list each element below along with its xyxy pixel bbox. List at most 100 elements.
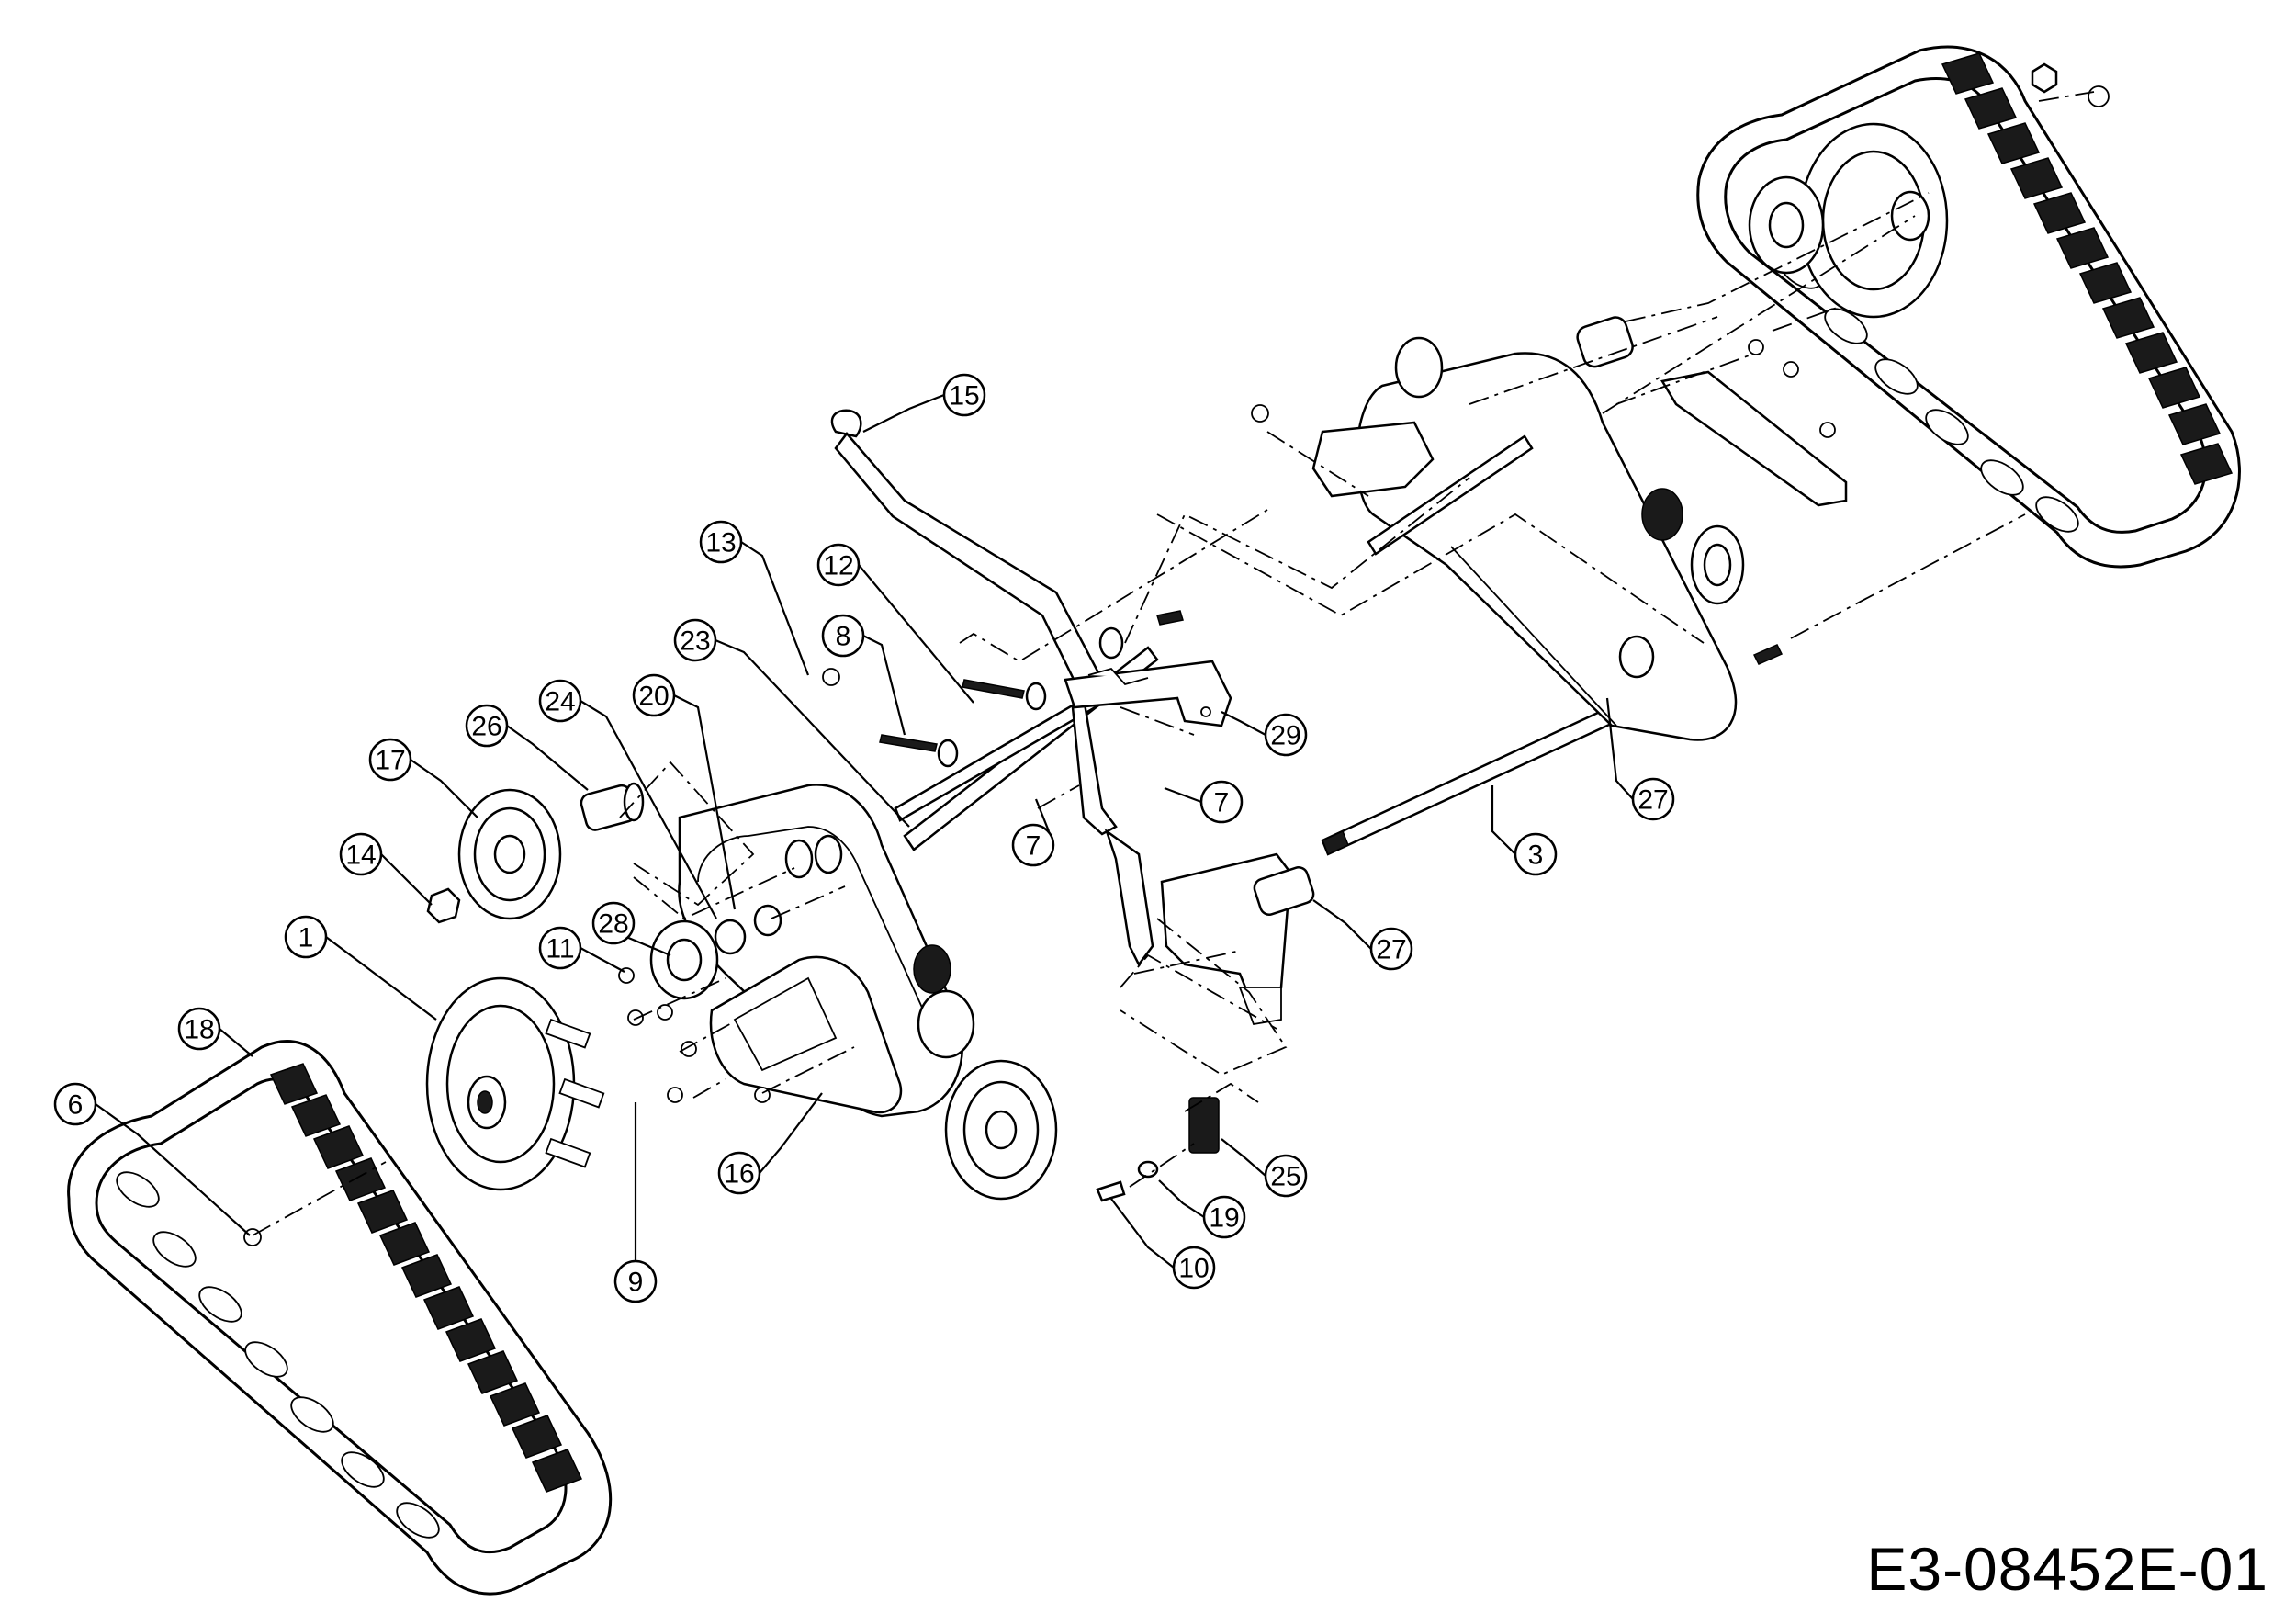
callout-number: 10	[1178, 1254, 1209, 1284]
callout-circle	[717, 1151, 761, 1195]
callout-number: 15	[949, 381, 979, 412]
callout-circle	[1264, 1154, 1308, 1198]
callout-circle	[465, 704, 509, 748]
callout-circle	[1264, 713, 1308, 757]
leader-lines	[95, 393, 1634, 1269]
callout-number: 28	[598, 909, 628, 940]
callout-number: 3	[1528, 840, 1544, 871]
callout-number: 13	[705, 528, 736, 558]
idler-wheel-front	[426, 788, 562, 924]
callout-28: 28	[591, 901, 636, 945]
left-track-assembly	[67, 1040, 613, 1596]
assembly-centerlines	[252, 91, 2095, 1236]
drive-sprocket	[425, 976, 605, 1191]
lower-hardware	[1096, 1097, 1220, 1202]
callout-number: 24	[545, 687, 575, 717]
callout-1: 1	[284, 915, 328, 959]
callout-circle	[942, 373, 986, 417]
callout-circle	[1202, 1195, 1246, 1239]
linkage-arm	[1104, 828, 1292, 1026]
callout-20: 20	[632, 673, 676, 717]
bracket	[1064, 660, 1232, 727]
callout-15: 15	[942, 373, 986, 417]
callout-3: 3	[1514, 832, 1558, 876]
callout-circle	[368, 738, 412, 782]
callout-18: 18	[177, 1007, 221, 1051]
callout-number: 6	[68, 1090, 84, 1121]
callout-circle	[821, 614, 865, 658]
callout-number: 27	[1638, 785, 1668, 816]
callout-10: 10	[1172, 1246, 1216, 1290]
callout-7: 7	[1011, 823, 1055, 867]
main-shaft-assembly	[822, 610, 1184, 851]
callout-number: 16	[724, 1159, 754, 1190]
callout-circle	[1199, 780, 1244, 824]
callout-6: 6	[53, 1082, 97, 1126]
callout-12: 12	[816, 543, 861, 587]
right-bushing	[1576, 316, 1634, 368]
callout-14: 14	[339, 832, 383, 876]
callout-number: 20	[638, 682, 669, 712]
callout-number: 11	[546, 934, 574, 964]
callout-number: 26	[471, 712, 501, 742]
callout-23: 23	[673, 618, 717, 662]
callout-circle	[699, 520, 743, 564]
callout-circle	[284, 915, 328, 959]
callout-circle	[613, 1259, 658, 1303]
callout-number: 8	[836, 622, 851, 652]
callout-circle	[1011, 823, 1055, 867]
callout-circle	[1369, 927, 1413, 971]
callout-circle	[632, 673, 676, 717]
left-frame-plate	[678, 784, 963, 1118]
callout-24: 24	[538, 679, 582, 723]
spacer-bushing	[580, 782, 645, 831]
callout-number: 29	[1270, 721, 1300, 751]
left-track-outer	[67, 1040, 613, 1596]
callout-number: 7	[1214, 788, 1230, 818]
callout-number: 1	[298, 923, 314, 953]
left-track-cleats	[269, 1063, 583, 1493]
callout-circle	[339, 832, 383, 876]
right-track-outer	[1696, 45, 2241, 569]
callout-circle	[538, 926, 582, 970]
drawing-code: E3-08452E-01	[1866, 1535, 2268, 1603]
callout-25: 25	[1264, 1154, 1308, 1198]
callout-number: 27	[1376, 935, 1406, 965]
callout-number: 17	[375, 746, 405, 776]
slide-rail	[1660, 370, 1848, 507]
guard-cover	[709, 955, 903, 1114]
callout-13: 13	[699, 520, 743, 564]
callout-27: 27	[1369, 927, 1413, 971]
callout-17: 17	[368, 738, 412, 782]
callout-11: 11	[538, 926, 582, 970]
callout-number: 14	[345, 840, 376, 871]
callout-number: 18	[184, 1015, 214, 1045]
callout-number: 12	[823, 551, 853, 581]
callout-9: 9	[613, 1259, 658, 1303]
callout-number: 25	[1270, 1162, 1300, 1192]
callout-number: 23	[680, 626, 710, 657]
right-track-assembly	[1696, 45, 2241, 569]
callout-circle	[177, 1007, 221, 1051]
callout-circle	[1514, 832, 1558, 876]
right-frame-plate	[1311, 336, 1738, 741]
callout-29: 29	[1264, 713, 1308, 757]
callout-circle	[538, 679, 582, 723]
right-fasteners	[1251, 62, 2110, 665]
callout-number: 7	[1026, 831, 1041, 862]
left-track-windows	[116, 1171, 440, 1539]
callout-circle	[591, 901, 636, 945]
callout-circle	[53, 1082, 97, 1126]
lower-left-wheel	[913, 944, 1058, 1201]
bearing-assembly	[649, 904, 782, 1000]
right-track-cleats	[1941, 52, 2234, 485]
callout-number: 9	[628, 1268, 644, 1298]
callout-number: 19	[1209, 1203, 1239, 1234]
callout-16: 16	[717, 1151, 761, 1195]
callout-circle	[816, 543, 861, 587]
callout-7: 7	[1199, 780, 1244, 824]
callout-26: 26	[465, 704, 509, 748]
callout-27: 27	[1631, 777, 1675, 821]
